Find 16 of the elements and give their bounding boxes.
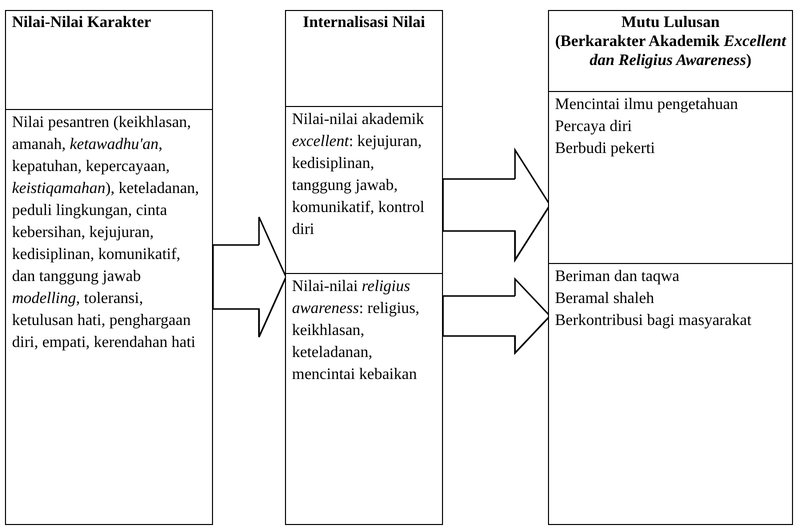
header-text: Mutu Lulusan [620, 13, 721, 32]
cell-text: Nilai-nilai religius awareness: religius, keikhlasan, keteladanan, mencintai kebaikan [292, 277, 420, 385]
cell-text: Percaya diri [555, 117, 633, 137]
column-box [5, 10, 213, 525]
cell-text: Beriman dan taqwa [555, 267, 680, 287]
cell-text: Nilai-nilai akademik excellent: kejujuran, kedisiplinan, tanggung jawab, komunikatif, kontrol diri [292, 110, 426, 240]
cell-text: Berkontribusi bagi masyarakat [555, 311, 752, 331]
column-box [548, 10, 793, 525]
cell-text: Nilai pesantren (keikhlasan, amanah, ketawadhu'an, kepatuhan, kepercayaan, keistiqamahan), keteladanan, peduli lingkungan, cinta kebersihan, kejujuran, kedisiplinan, komunikatif, dan tanggung jawab modelling, toleransi, ketulusan hati, penghargaan diri, empati, kerendahan hati [12, 113, 200, 353]
cell-text: Mencintai ilmu pengetahuan [555, 95, 740, 115]
header-text: Internalisasi Nilai [302, 13, 426, 32]
header-text: (Berkarakter Akademik Excellent dan Religius Awareness) [555, 32, 786, 70]
header-text: Nilai-Nilai Karakter [12, 13, 152, 32]
cell-text: Beramal shaleh [555, 289, 656, 309]
column-box [285, 10, 443, 525]
cell-text: Berbudi pekerti [555, 139, 656, 159]
